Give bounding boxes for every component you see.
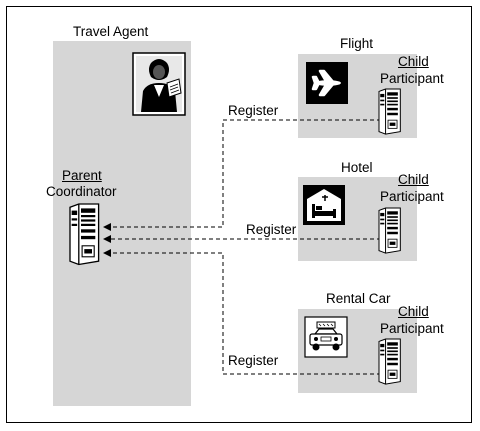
- flight-register-label: Register: [228, 103, 279, 118]
- register-connector-rental-car: [103, 249, 388, 375]
- travel-agent-title: Travel Agent: [73, 24, 149, 39]
- flight-title: Flight: [340, 36, 374, 51]
- airplane-icon: [306, 62, 348, 104]
- hotel-register-label: Register: [246, 222, 297, 237]
- flight-participant-label: Participant: [380, 71, 444, 86]
- coordinator-label: Coordinator: [46, 184, 117, 199]
- diagram-frame: [6, 6, 472, 423]
- rental-car-participant-server-icon: [378, 338, 401, 385]
- register-connector-flight: [103, 119, 388, 231]
- car-icon: [304, 316, 348, 358]
- hotel-bed-icon: [303, 185, 345, 225]
- rental-car-child-label: Child: [398, 304, 429, 319]
- hotel-participant-label: Participant: [380, 189, 444, 204]
- flight-participant-server-icon: [378, 88, 401, 135]
- rental-car-title: Rental Car: [326, 291, 391, 306]
- rental-car-register-label: Register: [228, 353, 279, 368]
- flight-child-label: Child: [398, 54, 429, 69]
- rental-car-participant-label: Participant: [380, 321, 444, 336]
- coordinator-server-icon: [69, 203, 100, 266]
- register-connector-hotel: [103, 235, 388, 243]
- hotel-title: Hotel: [341, 160, 373, 175]
- travel-agent-person-icon: [132, 52, 186, 116]
- hotel-participant-server-icon: [378, 207, 401, 254]
- hotel-child-label: Child: [398, 172, 429, 187]
- parent-label: Parent: [62, 168, 102, 183]
